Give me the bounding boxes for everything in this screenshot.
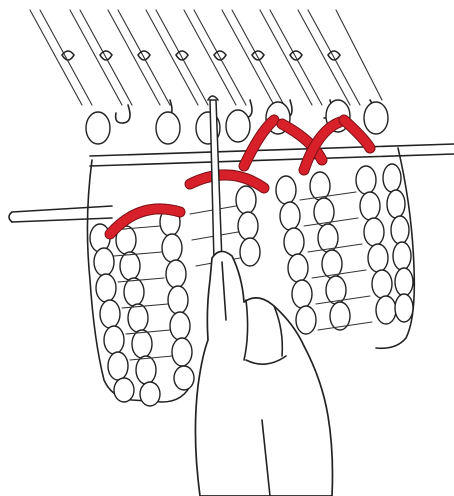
- hand: [195, 251, 332, 496]
